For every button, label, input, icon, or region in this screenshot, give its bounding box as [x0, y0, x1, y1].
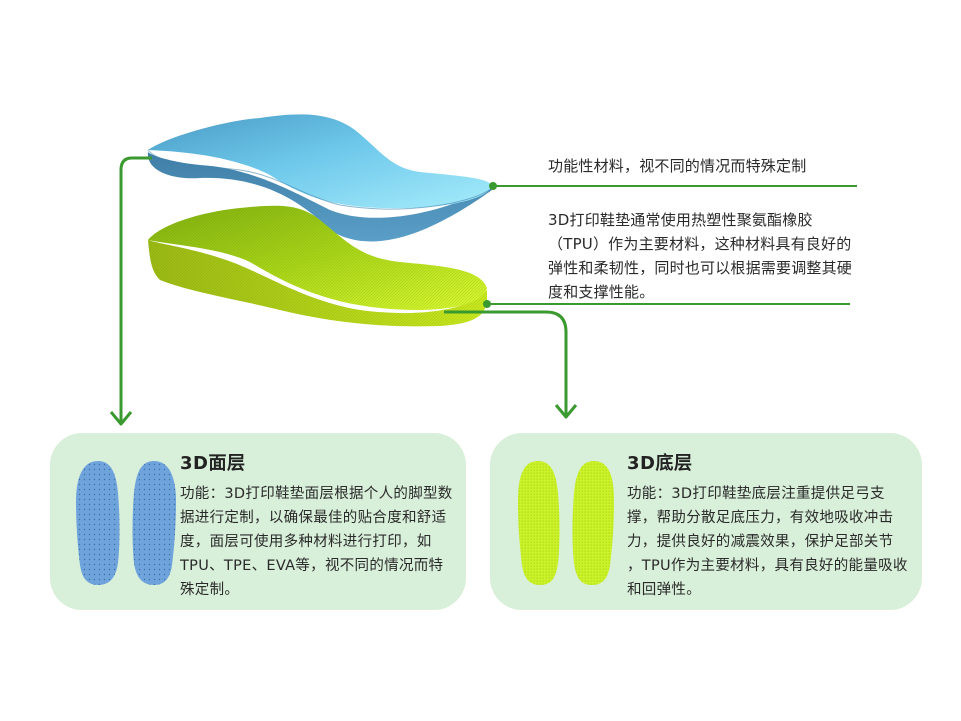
top-layer-insole	[147, 114, 493, 242]
top-layer-callout-text: 功能性材料，视不同的情况而特殊定制	[548, 157, 807, 175]
arrow-to-top-layer-card	[109, 156, 152, 426]
arrow-to-bottom-layer-card	[444, 310, 578, 419]
base-layer-card: 3D底层 功能：3D打印鞋垫底层注重提供足弓支撑，帮助分散足底压力，有效地吸收冲…	[490, 433, 922, 610]
surface-layer-card: 3D面层 功能：3D打印鞋垫面层根据个人的脚型数据进行定制，以确保最佳的贴合度和…	[50, 433, 466, 610]
surface-layer-title: 3D面层	[180, 453, 246, 474]
lime-insoles-image	[518, 461, 614, 585]
callout-leader-top	[489, 182, 857, 190]
blue-insoles-image	[76, 461, 176, 585]
surface-layer-description: 功能：3D打印鞋垫面层根据个人的脚型数据进行定制，以确保最佳的贴合度和舒适度，面…	[180, 486, 453, 598]
bottom-layer-insole	[148, 205, 487, 327]
callout-leader-bottom	[483, 300, 850, 308]
base-layer-title: 3D底层	[627, 453, 693, 474]
bottom-layer-callout-text: 3D打印鞋垫通常使用热塑性聚氨酯橡胶（TPU）作为主要材料，这种材料具有良好的弹…	[548, 211, 853, 301]
base-layer-description: 功能：3D打印鞋垫底层注重提供足弓支撑，帮助分散足底压力，有效地吸收冲击力，提供…	[627, 486, 908, 598]
